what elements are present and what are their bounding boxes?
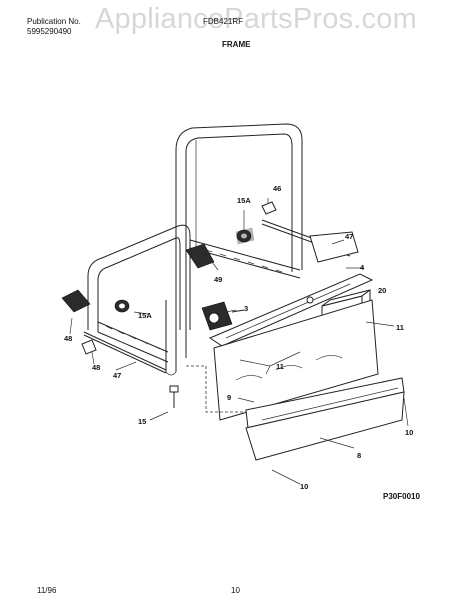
screw-15 <box>169 385 179 408</box>
hinge-15A-top <box>235 227 255 245</box>
callout-46-top: 46 <box>273 184 281 193</box>
figure-code: P30F0010 <box>383 492 420 501</box>
callout-10-bottom: 10 <box>300 482 308 491</box>
front-frame <box>87 214 191 376</box>
callout-3: 3 <box>244 304 248 313</box>
callout-15: 15 <box>138 417 146 426</box>
callout-4: 4 <box>360 263 365 272</box>
model-number: FDB421RF <box>203 17 244 26</box>
rear-rod-47 <box>261 219 359 263</box>
callout-11-mid: 11 <box>276 362 284 371</box>
callout-48-bottom: 48 <box>92 363 100 372</box>
section-title: FRAME <box>222 40 251 49</box>
footer-date: 11/96 <box>37 586 57 595</box>
toe-panel-assembly <box>213 299 405 461</box>
callout-20: 20 <box>378 286 386 295</box>
callout-8: 8 <box>357 451 361 460</box>
publication-label: Publication No. <box>27 17 81 26</box>
assembly-3 <box>201 301 245 331</box>
hinge-15A-left <box>114 299 130 313</box>
callout-11-right: 11 <box>396 323 404 332</box>
clip-46-top <box>261 201 277 215</box>
bracket-48-left <box>61 289 91 313</box>
hidden-outline <box>186 365 246 413</box>
callout-15A-left: 15A <box>138 311 152 320</box>
callout-9: 9 <box>227 393 231 402</box>
rail-4 <box>208 273 374 347</box>
rear-frame <box>175 123 303 272</box>
callout-15A-top: 15A <box>237 196 251 205</box>
callout-10-right: 10 <box>405 428 413 437</box>
rod-47-bottom <box>83 331 167 374</box>
clip-48-bottom <box>81 339 97 355</box>
leader-lines <box>69 198 409 485</box>
publication-number: 5995290490 <box>27 27 72 36</box>
callout-47-top: 47 <box>345 232 353 241</box>
bracket-49 <box>185 243 215 269</box>
callout-48-left: 48 <box>64 334 72 343</box>
side-rails <box>97 239 301 363</box>
watermark-text: AppliancePartsPros.com <box>95 3 417 35</box>
callout-49: 49 <box>214 275 222 284</box>
callout-47-bottom: 47 <box>113 371 121 380</box>
page-number: 10 <box>231 586 240 595</box>
